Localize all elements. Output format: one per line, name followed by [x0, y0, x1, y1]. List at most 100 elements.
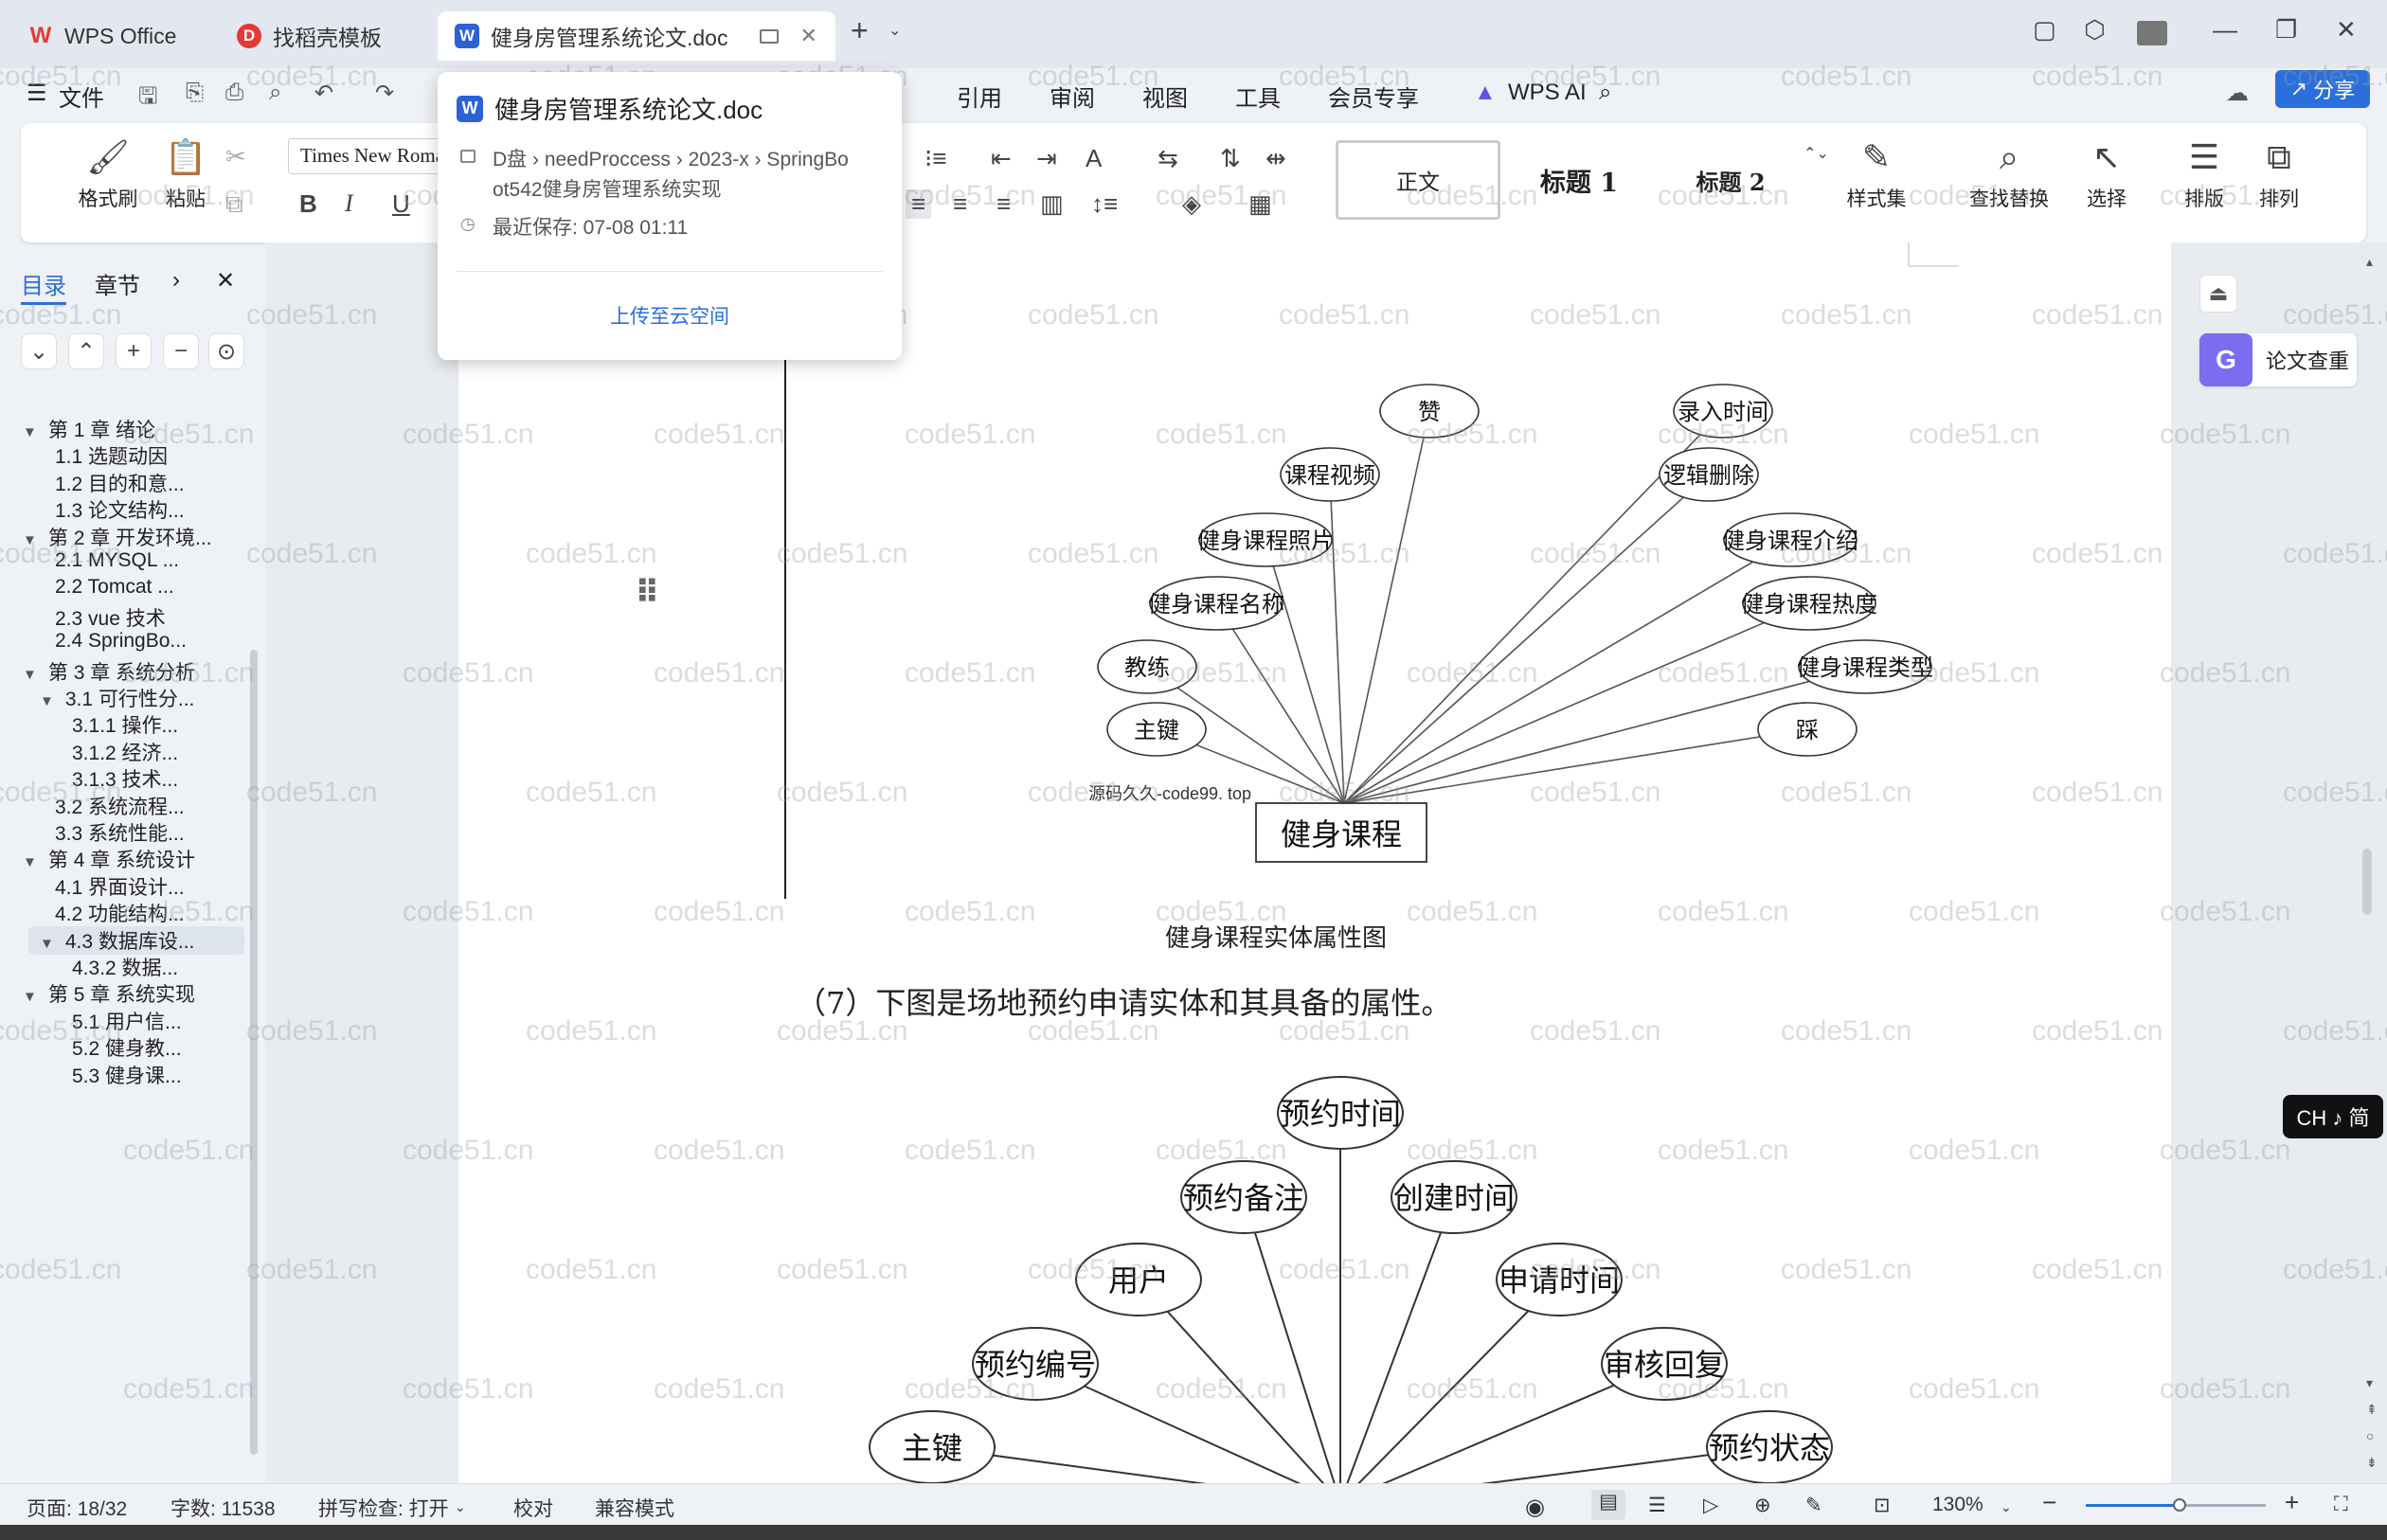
document-page[interactable]: 主键教练健身课程名称健身课程照片课程视频赞录入时间逻辑删除健身课程介绍健身课程热…: [458, 242, 2171, 1483]
menu-member[interactable]: 会员专享: [1328, 86, 1419, 112]
page-view-icon[interactable]: ▤: [1591, 1490, 1625, 1520]
outline-item[interactable]: 2.2 Tomcat ...: [55, 576, 174, 599]
distribute-icon[interactable]: ⇹: [1265, 144, 1286, 172]
style-normal[interactable]: 正文: [1336, 140, 1500, 220]
outline-item[interactable]: ▼3.1 可行性分...: [40, 684, 194, 712]
outline-item[interactable]: 5.2 健身教...: [72, 1033, 182, 1062]
close-panel-icon[interactable]: ✕: [216, 268, 236, 294]
remove-icon[interactable]: −: [163, 333, 199, 369]
outline-item[interactable]: 4.3.2 数据...: [72, 953, 178, 981]
cube-icon[interactable]: ⬡: [2084, 15, 2106, 44]
outline-item[interactable]: ▼4.3 数据库设...: [28, 925, 244, 955]
zoom-chevron-icon[interactable]: ⌄: [2001, 1499, 2012, 1514]
close-window-icon[interactable]: ✕: [2336, 15, 2357, 44]
justify-icon[interactable]: ▥: [1040, 189, 1064, 218]
spell-check-toggle[interactable]: 拼写检查: 打开: [318, 1498, 449, 1520]
cut-icon[interactable]: ✂: [225, 142, 246, 170]
export-icon[interactable]: ⎘: [186, 80, 205, 105]
shading-icon[interactable]: ◈: [1182, 189, 1201, 218]
select-button[interactable]: ↖ 选择: [2069, 136, 2145, 212]
scroll-down-icon[interactable]: ▾: [2366, 1375, 2374, 1390]
tab-toc[interactable]: 目录: [21, 267, 66, 305]
bold-icon[interactable]: B: [299, 189, 317, 218]
window-tile-icon[interactable]: ▢: [2033, 15, 2056, 44]
web-view-icon[interactable]: ⊕: [1754, 1495, 1771, 1516]
scroll-up-icon[interactable]: ▴: [2366, 254, 2374, 269]
outline-item[interactable]: ▼第 4 章 系统设计: [23, 845, 195, 873]
restore-icon[interactable]: ❐: [2275, 15, 2298, 44]
outline-item[interactable]: 1.2 目的和意...: [55, 469, 185, 497]
outline-item[interactable]: 5.3 健身课...: [72, 1061, 182, 1089]
outline-scrollbar[interactable]: [250, 650, 258, 1455]
collapse-ribbon-icon[interactable]: ⏏: [2199, 275, 2237, 313]
minimize-icon[interactable]: —: [2213, 15, 2237, 44]
format-painter-button[interactable]: 🖌 格式刷: [70, 136, 146, 212]
search-icon[interactable]: ⌕: [1599, 80, 1612, 105]
drag-handle-icon[interactable]: ⠿: [635, 575, 660, 611]
style-heading-1[interactable]: 标题 1: [1539, 168, 1619, 198]
outline-item[interactable]: 2.1 MYSQL ...: [55, 549, 179, 572]
italic-icon[interactable]: I: [345, 189, 353, 217]
expand-triangle-icon[interactable]: ▼: [23, 424, 37, 440]
outline-item[interactable]: 3.2 系统流程...: [55, 792, 185, 820]
collapse-up-icon[interactable]: ⌃: [68, 333, 104, 369]
underline-icon[interactable]: U: [392, 189, 410, 218]
undo-icon[interactable]: ↶: [314, 81, 334, 106]
add-icon[interactable]: +: [116, 333, 152, 369]
avatar[interactable]: [2137, 21, 2167, 45]
menu-tools[interactable]: 工具: [1235, 86, 1281, 112]
print-preview-icon[interactable]: ⌕: [269, 80, 282, 105]
menu-file[interactable]: 文件: [59, 86, 104, 112]
border-icon[interactable]: ▦: [1248, 189, 1272, 218]
expand-triangle-icon[interactable]: ▼: [23, 531, 37, 548]
numbering-icon[interactable]: ⁝≡: [924, 144, 947, 172]
tab-docer-templates[interactable]: D 找稻壳模板: [220, 11, 430, 61]
style-set-button[interactable]: ✎ 样式集: [1834, 136, 1919, 212]
print-icon[interactable]: ⎙: [225, 80, 244, 105]
line-spacing-icon[interactable]: ↕≡: [1091, 189, 1119, 218]
outline-item[interactable]: 3.3 系统性能...: [55, 818, 185, 847]
outline-item[interactable]: 3.1.3 技术...: [72, 764, 178, 793]
arrange-button[interactable]: ⧉ 排列: [2241, 136, 2317, 212]
upload-cloud-link[interactable]: 上传至云空间: [610, 306, 729, 328]
align-left-icon[interactable]: ≡: [906, 189, 932, 219]
outline-item[interactable]: 1.3 论文结构...: [55, 495, 185, 524]
word-count[interactable]: 字数: 11538: [170, 1498, 276, 1520]
copy-icon[interactable]: ⧉: [225, 189, 243, 218]
file-path-line1[interactable]: D盘 › needProccess › 2023-x › SpringBo: [493, 149, 849, 170]
expand-triangle-icon[interactable]: ▼: [23, 989, 37, 1006]
outline-item[interactable]: ▼第 3 章 系统分析: [23, 657, 195, 686]
find-replace-button[interactable]: ⌕ 查找替换: [1957, 136, 2061, 212]
outline-item[interactable]: 2.4 SpringBo...: [55, 630, 187, 653]
wps-ai-icon[interactable]: ▲: [1474, 80, 1497, 105]
fullscreen-icon[interactable]: ⛶: [2334, 1494, 2348, 1515]
tab-document[interactable]: W 健身房管理系统论文.doc ✕: [438, 11, 835, 61]
paper-check-button[interactable]: G 论文查重: [2199, 333, 2357, 386]
prev-page-icon[interactable]: ⇞: [2366, 1402, 2378, 1417]
share-button[interactable]: ↗ 分享: [2275, 70, 2370, 108]
outline-view-icon[interactable]: ☰: [1648, 1495, 1666, 1516]
next-page-icon[interactable]: ⇟: [2366, 1455, 2378, 1470]
redo-icon[interactable]: ↷: [375, 81, 395, 106]
new-tab-plus-icon[interactable]: +: [851, 13, 869, 47]
play-icon[interactable]: ▷: [1703, 1495, 1719, 1516]
proofread-button[interactable]: 校对: [513, 1498, 553, 1520]
increase-indent-icon[interactable]: ⇥: [1036, 144, 1057, 172]
zoom-out-icon[interactable]: −: [2042, 1488, 2057, 1516]
expand-triangle-icon[interactable]: ▼: [40, 693, 54, 709]
file-path-line2[interactable]: ot542健身房管理系统实现: [493, 179, 722, 201]
ime-indicator[interactable]: CH ♪ 简: [2283, 1095, 2383, 1138]
font-name-field[interactable]: Times New Roman: [288, 138, 454, 174]
tab-chapter[interactable]: 章节: [95, 274, 140, 299]
align-center-icon[interactable]: ≡: [953, 189, 968, 218]
style-heading-2[interactable]: 标题 2: [1696, 168, 1766, 196]
eye-icon[interactable]: ◉: [1525, 1495, 1545, 1520]
tab-list-chevron-icon[interactable]: ⌄: [888, 23, 902, 39]
collapse-down-icon[interactable]: ⌄: [21, 333, 57, 369]
tab-wps-office[interactable]: W WPS Office: [11, 11, 214, 61]
layout-button[interactable]: ☰ 排版: [2171, 136, 2237, 212]
page-indicator[interactable]: 页面: 18/32: [27, 1498, 128, 1520]
pen-icon[interactable]: ✎: [1805, 1495, 1822, 1516]
outline-item[interactable]: 3.1.1 操作...: [72, 710, 178, 739]
document-scrollbar[interactable]: [2362, 849, 2372, 915]
